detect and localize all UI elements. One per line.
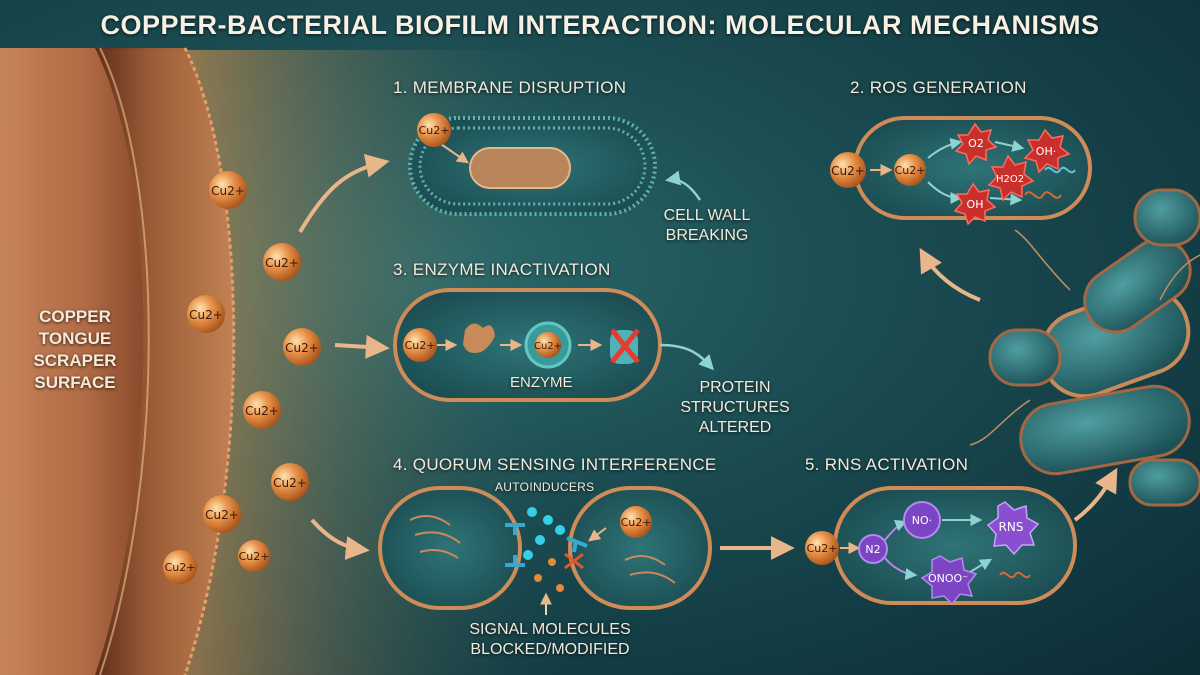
svg-text:Cu2+: Cu2+	[211, 184, 245, 198]
svg-text:Cu2+: Cu2+	[895, 164, 926, 177]
svg-text:H2O2: H2O2	[996, 174, 1024, 185]
membrane-disruption-title: 1. MEMBRANE DISRUPTION	[393, 78, 627, 97]
cell-wall-note-line-2: BREAKING	[665, 227, 749, 244]
svg-text:Cu2+: Cu2+	[205, 508, 239, 522]
enzyme-label: ENZYME	[510, 374, 573, 391]
signal-note-line-2: BLOCKED/MODIFIED	[470, 641, 630, 658]
ros-oh-radical-star: OH·	[1023, 128, 1071, 174]
svg-text:Cu2+: Cu2+	[265, 256, 299, 270]
rns-activation-title: 5. RNS ACTIVATION	[805, 455, 969, 474]
svg-text:OH·: OH·	[1036, 145, 1056, 158]
copper-ion-7: Cu2+	[203, 495, 241, 533]
ros-generation-title: 2. ROS GENERATION	[850, 78, 1027, 97]
copper-ion-ros-2: Cu2+	[894, 154, 926, 186]
copper-ion-enzyme: Cu2+	[403, 328, 437, 362]
protein-note-line-1: PROTEIN	[699, 379, 771, 396]
autoinducer-molecules	[523, 507, 565, 592]
copper-ion-quorum: Cu2+	[620, 506, 652, 538]
svg-text:Cu2+: Cu2+	[273, 476, 307, 490]
quorum-sensing-title: 4. QUORUM SENSING INTERFERENCE	[393, 455, 717, 474]
copper-ion-membrane: Cu2+	[417, 113, 451, 147]
enzyme-inactivation-title: 3. ENZYME INACTIVATION	[393, 260, 611, 279]
svg-text:Cu2+: Cu2+	[831, 164, 865, 178]
protein-note-line-2: STRUCTURES	[680, 399, 790, 416]
surface-label-line-1: COPPER	[39, 307, 111, 326]
protein-note-line-3: ALTERED	[698, 419, 772, 436]
copper-surface-label: COPPER TONGUE SCRAPER SURFACE	[15, 306, 135, 394]
svg-text:O2: O2	[968, 137, 984, 150]
copper-ion-3: Cu2+	[187, 295, 225, 333]
copper-ion-2: Cu2+	[263, 243, 301, 281]
ros-oh-star: OH	[953, 182, 997, 226]
svg-text:Cu2+: Cu2+	[245, 404, 279, 418]
svg-text:RNS: RNS	[999, 520, 1024, 534]
copper-ion-enzyme-bound: Cu2+	[534, 332, 562, 358]
surface-label-line-3: SCRAPER	[33, 351, 117, 370]
copper-ion-rns: Cu2+	[805, 531, 839, 565]
svg-text:Cu2+: Cu2+	[189, 308, 223, 322]
svg-text:ONOO⁻: ONOO⁻	[928, 572, 968, 585]
svg-text:Cu2+: Cu2+	[165, 561, 196, 574]
copper-ion-5: Cu2+	[243, 391, 281, 429]
surface-label-line-4: SURFACE	[34, 373, 116, 392]
rns-no-radical: NO·	[903, 501, 941, 539]
cell-wall-breaking-note: CELL WALL BREAKING	[652, 206, 762, 246]
copper-ion-ros-1: Cu2+	[830, 152, 866, 188]
copper-ion-1: Cu2+	[209, 171, 247, 209]
svg-text:Cu2+: Cu2+	[807, 542, 838, 555]
autoinducers-label: AUTOINDUCERS	[495, 480, 595, 494]
svg-text:Cu2+: Cu2+	[419, 124, 450, 137]
svg-text:Cu2+: Cu2+	[405, 339, 436, 352]
cell-wall-note-line-1: CELL WALL	[663, 207, 751, 224]
rns-star: RNS	[986, 501, 1040, 556]
protein-structures-note: PROTEIN STRUCTURES ALTERED	[680, 378, 790, 438]
copper-ion-6: Cu2+	[271, 463, 309, 501]
surface-label-line-2: TONGUE	[38, 329, 112, 348]
rns-peroxynitrite-star: ONOO⁻	[920, 555, 978, 606]
copper-ion-4: Cu2+	[283, 328, 321, 366]
svg-text:OH: OH	[967, 198, 984, 211]
copper-ion-9: Cu2+	[238, 540, 270, 572]
diagram-title: COPPER-BACTERIAL BIOFILM INTERACTION: MO…	[100, 10, 1100, 40]
rns-n2: N2	[858, 534, 888, 564]
ros-o2-star: O2	[954, 122, 998, 166]
signal-note-line-1: SIGNAL MOLECULES	[469, 621, 631, 638]
copper-ion-8: Cu2+	[163, 550, 197, 584]
svg-text:N2: N2	[865, 543, 880, 556]
svg-text:Cu2+: Cu2+	[621, 516, 652, 529]
svg-text:Cu2+: Cu2+	[534, 341, 562, 352]
svg-text:NO·: NO·	[912, 514, 932, 527]
ros-h2o2-star: H2O2	[987, 154, 1035, 202]
svg-text:Cu2+: Cu2+	[285, 341, 319, 355]
signal-molecules-note: SIGNAL MOLECULES BLOCKED/MODIFIED	[455, 620, 645, 660]
svg-text:Cu2+: Cu2+	[239, 550, 270, 563]
